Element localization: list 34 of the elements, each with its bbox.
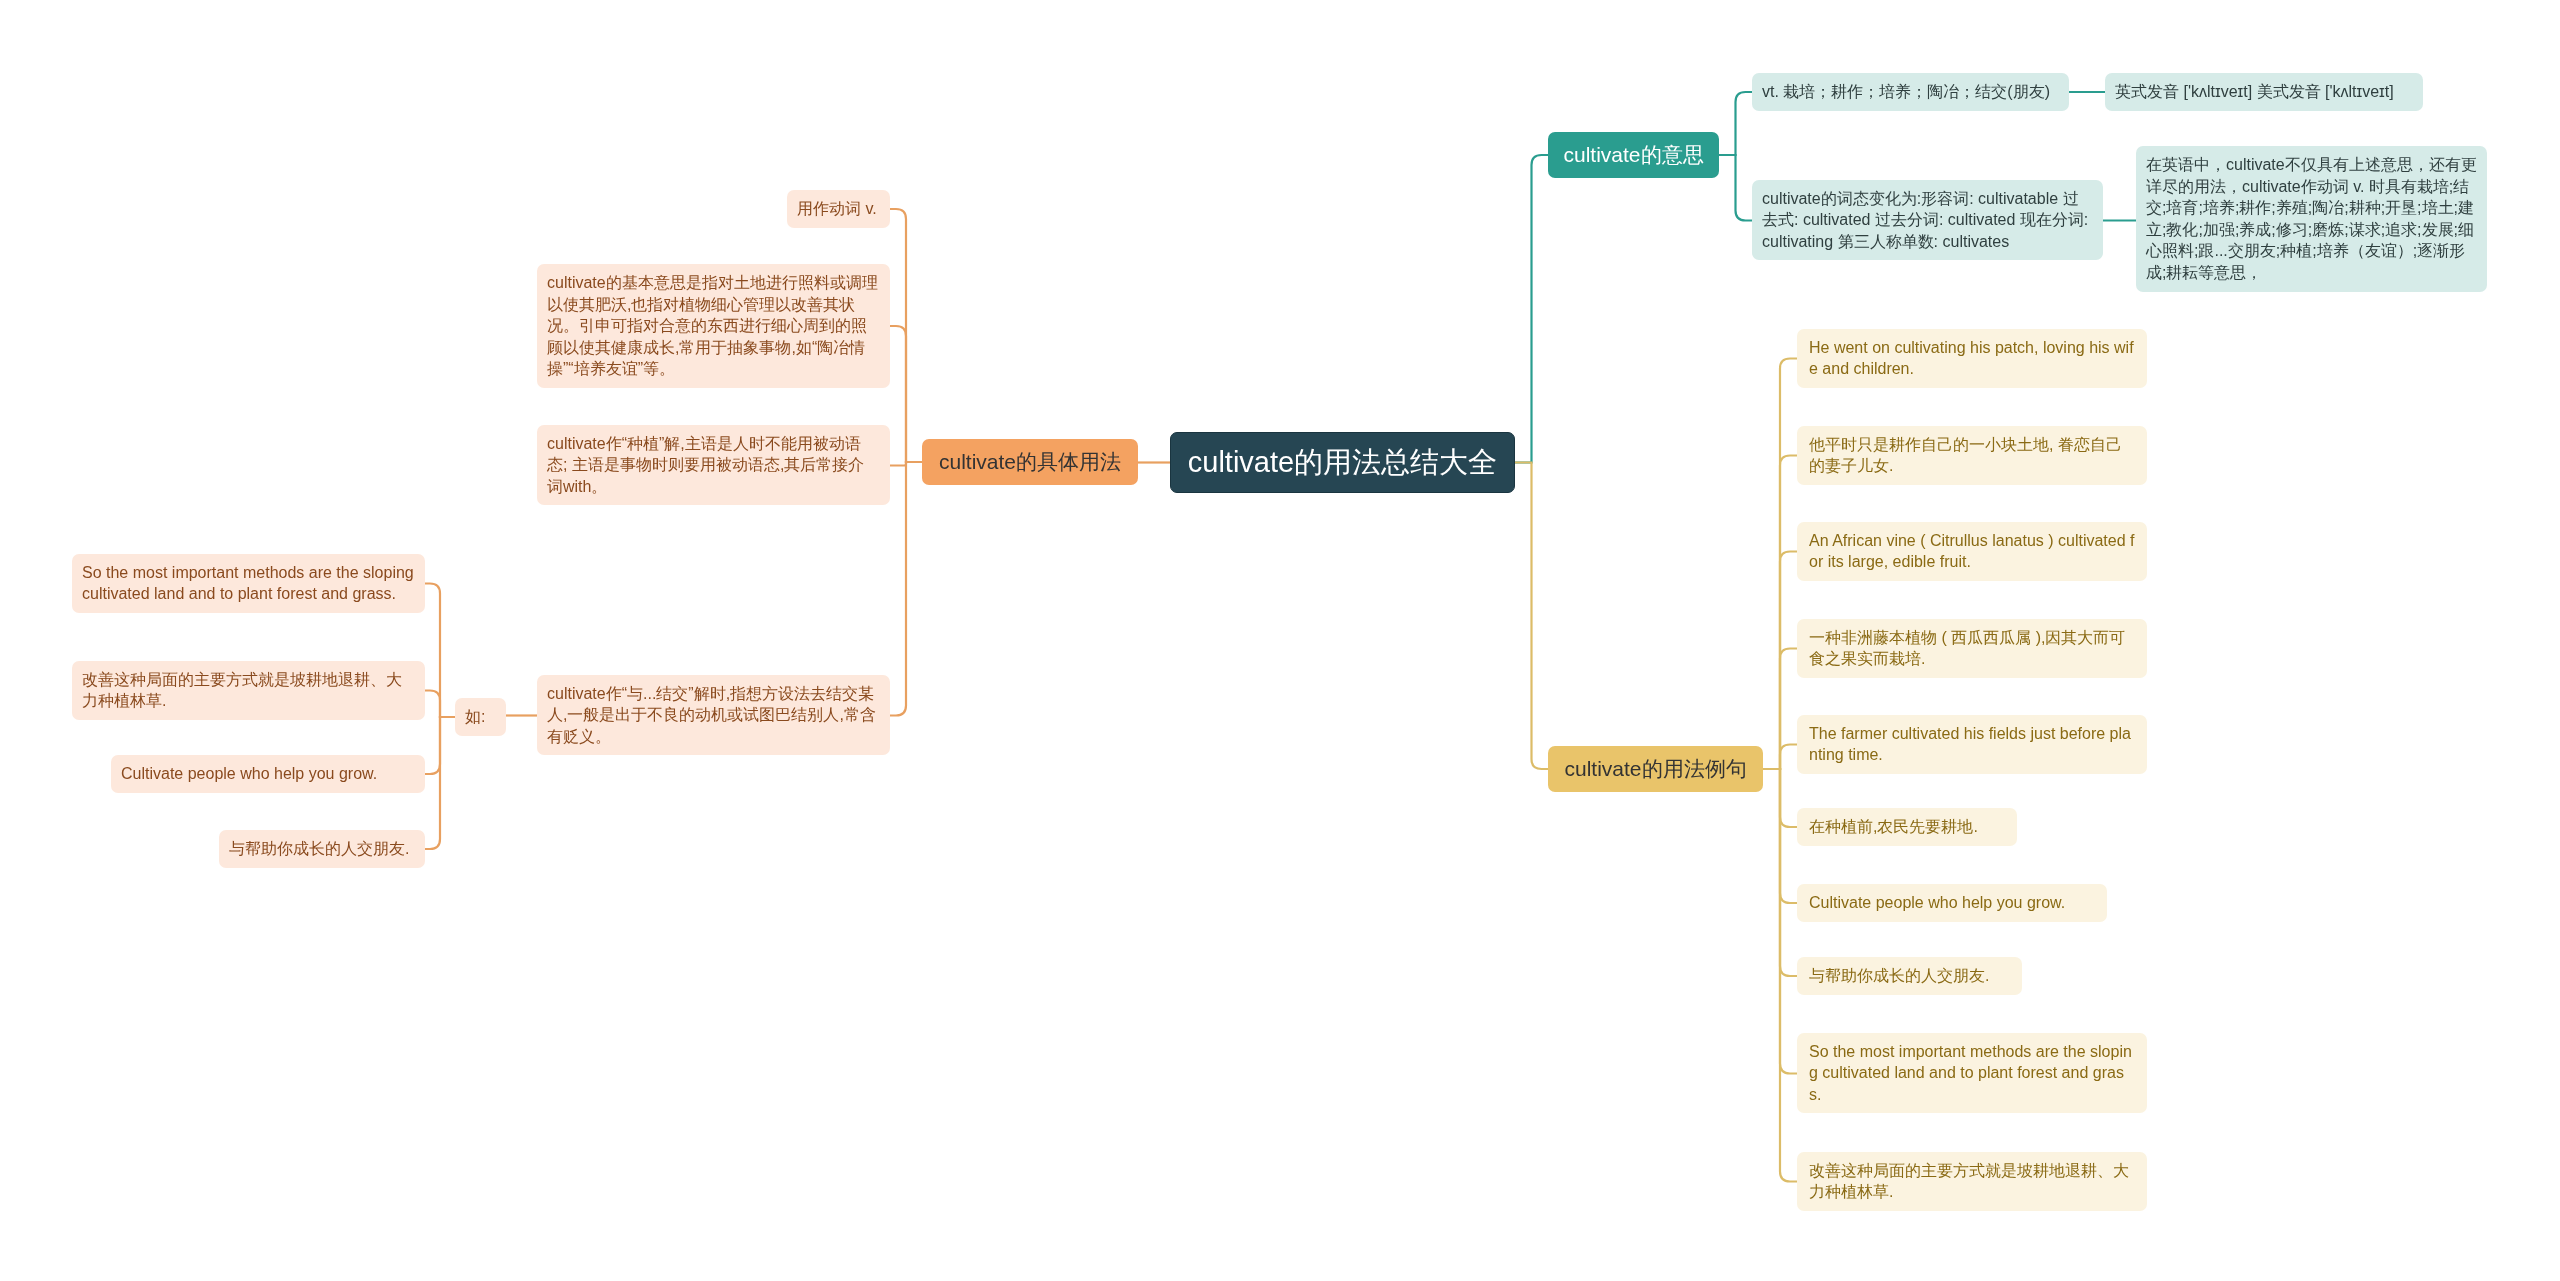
subtopic-box: So the most important methods are the sloping cultivated land and to plant forest and grass. (1797, 1032, 2147, 1114)
branch-topic-box: cultivate的意思 (1548, 132, 1719, 179)
subtopic-box: 用作动词 v. (787, 190, 890, 228)
subtopic-box: 与帮助你成长的人交朋友. (1797, 957, 2022, 995)
connector-line (1763, 767, 1797, 1183)
subtopic-box: Cultivate people who help you grow. (111, 755, 425, 793)
subtopic-box: 在英语中，cultivate不仅具有上述意思，还有更详尽的用法，cultivate作动词 v. 时具有栽培;结交;培育;培养;耕作;养殖;陶冶;耕种;开垦;培土;建立;教化;加强;养成;修习;磨炼;谋求;追求;发展;细心照料;跟...交朋友;种植;培养（友谊）;逐渐形成;耕耘等意思， (2136, 146, 2487, 292)
subtopic-box: vt. 栽培；耕作；培养；陶冶；结交(朋友) (1752, 73, 2069, 111)
subtopic-box: 如: (455, 698, 506, 736)
subtopic-box: 在种植前,农民先要耕地. (1797, 808, 2017, 846)
connector-line (2103, 219, 2136, 222)
subtopic-box: He went on cultivating his patch, loving his wife and children. (1797, 328, 2147, 388)
root-topic-box: cultivate的用法总结大全 (1170, 431, 1515, 493)
branch-topic-box: cultivate的具体用法 (922, 439, 1138, 486)
subtopic-box: 改善这种局面的主要方式就是坡耕地退耕、大力种植林草. (72, 660, 425, 720)
subtopic-box: An African vine ( Citrullus lanatus ) cultivated for its large, edible fruit. (1797, 521, 2147, 581)
connector-line (1138, 461, 1170, 464)
subtopic-box: cultivate作“种植”解,主语是人时不能用被动语态; 主语是事物时则要用被动语态,其后常接介词with。 (537, 424, 890, 506)
subtopic-box: cultivate作“与...结交”解时,指想方设法去结交某人,一般是出于不良的动机或试图巴结别人,常含有贬义。 (537, 674, 890, 756)
subtopic-box: 与帮助你成长的人交朋友. (219, 830, 425, 868)
subtopic-box: 英式发音 ['kʌltɪveɪt] 美式发音 ['kʌltɪveɪt] (2105, 73, 2423, 111)
subtopic-box: Cultivate people who help you grow. (1797, 884, 2107, 922)
subtopic-box: cultivate的词态变化为:形容词: cultivatable 过去式: cultivated 过去分词: cultivated 现在分词: cultivating 第三人称单数: cultivates (1752, 179, 2103, 261)
subtopic-box: 一种非洲藤本植物 ( 西瓜西瓜属 ),因其大而可食之果实而栽培. (1797, 618, 2147, 678)
subtopic-box: cultivate的基本意思是指对土地进行照料或调理以使其肥沃,也指对植物细心管理以改善其状况。引申可指对合意的东西进行细心周到的照顾以使其健康成长,常用于抽象事物,如“陶冶情操”“培养友谊”等。 (537, 264, 890, 388)
connector-line (2069, 90, 2105, 94)
subtopic-box: 改善这种局面的主要方式就是坡耕地退耕、大力种植林草. (1797, 1151, 2147, 1211)
subtopic-box: The farmer cultivated his fields just before planting time. (1797, 714, 2147, 774)
connector-line (506, 714, 537, 717)
connector-line (1515, 461, 1548, 771)
subtopic-box: 他平时只是耕作自己的一小块土地, 眷恋自己的妻子儿女. (1797, 425, 2147, 485)
subtopic-box: So the most important methods are the sloping cultivated land and to plant forest and grass. (72, 553, 425, 613)
connector-line (1719, 153, 1752, 222)
branch-topic-box: cultivate的用法例句 (1548, 746, 1763, 793)
